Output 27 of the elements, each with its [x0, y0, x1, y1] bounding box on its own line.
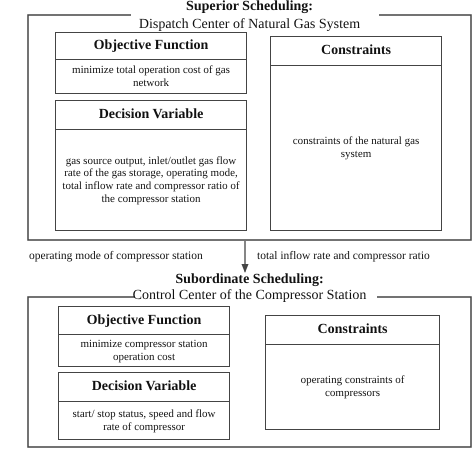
flow-annotation: operating mode of compressor station [29, 250, 203, 262]
box-heading: Decision Variable [98, 107, 204, 123]
box-text: constraints of the natural gas system [292, 135, 420, 161]
content-box [55, 32, 247, 94]
box-text: operating constraints of compressors [300, 374, 406, 400]
scheduling-panel [27, 0, 472, 241]
content-box [58, 372, 230, 440]
box-heading: Constraints [320, 43, 391, 59]
flow-annotation: total inflow rate and compressor ratio [257, 250, 430, 262]
content-box [55, 100, 247, 231]
panel-title: Subordinate Scheduling: [175, 272, 324, 288]
box-heading: Constraints [317, 322, 388, 338]
box-heading: Objective Function [94, 38, 208, 54]
scheduling-panel [27, 272, 472, 448]
content-box [58, 306, 230, 367]
panel-subtitle: Dispatch Center of Natural Gas System [138, 17, 360, 33]
box-heading: Objective Function [86, 312, 202, 328]
box-text: minimize total operation cost of gas network [71, 64, 231, 90]
box-heading: Decision Variable [92, 379, 196, 395]
panel-subtitle: Control Center of the Compressor Station [132, 288, 366, 304]
panel-title: Superior Scheduling: [186, 0, 313, 15]
content-box [265, 315, 440, 430]
box-text: minimize compressor station operation cost [79, 338, 209, 364]
box-text: gas source output, inlet/outlet gas flow rate of the gas storage, operating mode, total inflow rate and compressor ratio of the compressor station [62, 154, 240, 206]
box-text: start/ stop status, speed and flow rate of compressor [72, 408, 216, 434]
content-box [270, 36, 442, 231]
arrow [241, 241, 249, 273]
